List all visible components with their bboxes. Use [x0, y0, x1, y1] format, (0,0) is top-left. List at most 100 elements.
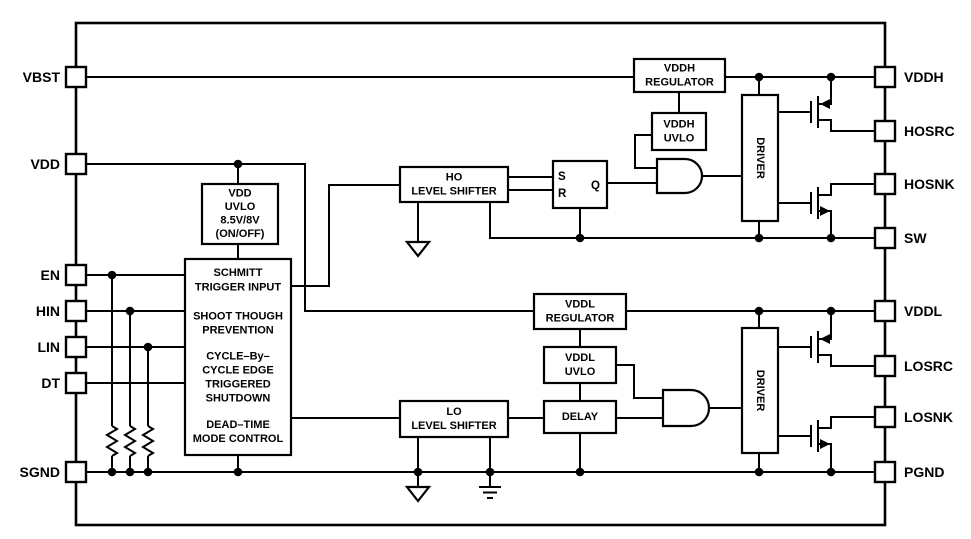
pin-pgnd: [873, 460, 897, 484]
latch-q-label: Q: [591, 180, 600, 192]
block-label: REGULATOR: [546, 313, 615, 325]
block-label: LO: [446, 406, 462, 418]
block-label: CYCLE–By–: [206, 351, 270, 363]
block-label: SCHMITT: [214, 267, 263, 279]
lo-level-shifter-block: LO LEVEL SHIFTER: [398, 399, 510, 439]
mosfet-arrow: [820, 206, 830, 216]
junction-dot: [413, 467, 423, 477]
block-label: REGULATOR: [645, 77, 714, 89]
pin-vbst: [64, 65, 88, 89]
pin-losnk: [873, 405, 897, 429]
pin-label-vddh: VDDH: [904, 69, 944, 85]
mosfet-arrow: [820, 334, 830, 344]
junction-dot: [143, 467, 153, 477]
ho-shifter-sgnd-symbol: [404, 202, 432, 258]
lo-shifter-earth-symbol: [479, 437, 501, 499]
pin-label-sw: SW: [904, 230, 927, 246]
pin-label-hosnk: HOSNK: [904, 176, 955, 192]
pin-label-en: EN: [41, 267, 60, 283]
junction-dot: [107, 467, 117, 477]
block-label: LEVEL SHIFTER: [411, 420, 496, 432]
pin-lin: [64, 335, 88, 359]
junction-dot: [826, 233, 836, 243]
pin-label-dt: DT: [41, 375, 60, 391]
mosfet-arrow: [820, 99, 830, 109]
drain-lead: [818, 183, 875, 196]
block-label: DEAD–TIME: [206, 419, 270, 431]
block-outline: [542, 345, 618, 385]
junction-dot: [826, 72, 836, 82]
source-lead: [818, 119, 875, 132]
vddl-uvlo-block: VDDL UVLO: [542, 345, 618, 385]
pin-vddl: [873, 299, 897, 323]
block-outline: [650, 111, 708, 152]
pin-label-losnk: LOSNK: [904, 409, 953, 425]
junction-dot: [233, 467, 243, 477]
wire-vddh-uvlo-to-and: [634, 134, 657, 169]
source-lead: [818, 443, 832, 472]
pin-en: [64, 263, 88, 287]
wire-vddl-uvlo-to-and: [616, 364, 663, 399]
block-label: SHOOT THOUGH: [193, 311, 283, 323]
input-control-block: SCHMITT TRIGGER INPUT SHOOT THOUGH PREVE…: [183, 257, 293, 457]
block-label: DELAY: [562, 411, 599, 423]
junction-dot: [575, 233, 585, 243]
and-gate-high-icon: [655, 157, 704, 195]
block-outline: [740, 93, 780, 223]
ho-level-shifter-block: HO LEVEL SHIFTER: [398, 165, 510, 204]
vdd-uvlo-block: VDD UVLO 8.5V/8V (ON/OFF): [200, 182, 280, 246]
junction-dot: [125, 306, 135, 316]
block-label: TRIGGER INPUT: [195, 282, 281, 294]
block-label: SHUTDOWN: [206, 393, 271, 405]
resistor-zigzag: [105, 425, 119, 457]
pin-hin: [64, 299, 88, 323]
block-outline: [532, 292, 628, 331]
junction-dot: [143, 342, 153, 352]
latch-s-label: S: [558, 171, 566, 183]
block-label: VDDH: [664, 63, 695, 75]
block-label: UVLO: [565, 366, 596, 378]
block-outline: [398, 399, 510, 439]
junction-dot: [826, 467, 836, 477]
pin-sgnd: [64, 460, 88, 484]
pin-squares: [64, 65, 897, 484]
losrc-mosfet-icon: [778, 311, 875, 367]
lo-shifter-sgnd-symbol: [404, 437, 432, 503]
block-label: LEVEL SHIFTER: [411, 186, 496, 198]
block-label: VDDH: [663, 119, 694, 131]
hosrc-mosfet-icon: [778, 77, 875, 132]
sgnd-triangle-icon: [404, 485, 432, 503]
junction-dot: [485, 467, 495, 477]
block-outline: [542, 399, 618, 435]
delay-block: DELAY: [542, 399, 618, 435]
block-label: UVLO: [225, 201, 256, 213]
junction-dot: [754, 306, 764, 316]
source-lead: [818, 354, 875, 367]
driver-low-block: DRIVER: [740, 326, 780, 455]
vddh-uvlo-block: VDDH UVLO: [650, 111, 708, 152]
resistor-zigzag: [123, 425, 137, 457]
pin-label-vbst: VBST: [23, 69, 61, 85]
pin-hosnk: [873, 172, 897, 196]
block-label: CYCLE EDGE: [202, 365, 274, 377]
losnk-mosfet-icon: [778, 416, 875, 472]
drain-lead: [818, 416, 875, 429]
block-label: PREVENTION: [202, 325, 274, 337]
junction-dot: [754, 233, 764, 243]
junction-dot: [107, 270, 117, 280]
block-outline: [551, 159, 609, 210]
block-label: DRIVER: [754, 137, 766, 179]
sr-latch-block: S R Q: [551, 159, 609, 210]
block-label: 8.5V/8V: [220, 215, 260, 227]
junction-dot: [754, 72, 764, 82]
block-label: DRIVER: [754, 370, 766, 412]
block-outline: [398, 165, 510, 204]
block-label: VDD: [228, 188, 251, 200]
pin-dt: [64, 371, 88, 395]
junction-dot: [125, 467, 135, 477]
wire-vdd-to-vddl-regulator: [86, 163, 534, 312]
mosfet-arrow: [820, 439, 830, 449]
en-pulldown-resistor: [105, 275, 119, 472]
vddl-regulator-block: VDDL REGULATOR: [532, 292, 628, 331]
block-label: MODE CONTROL: [193, 433, 284, 445]
